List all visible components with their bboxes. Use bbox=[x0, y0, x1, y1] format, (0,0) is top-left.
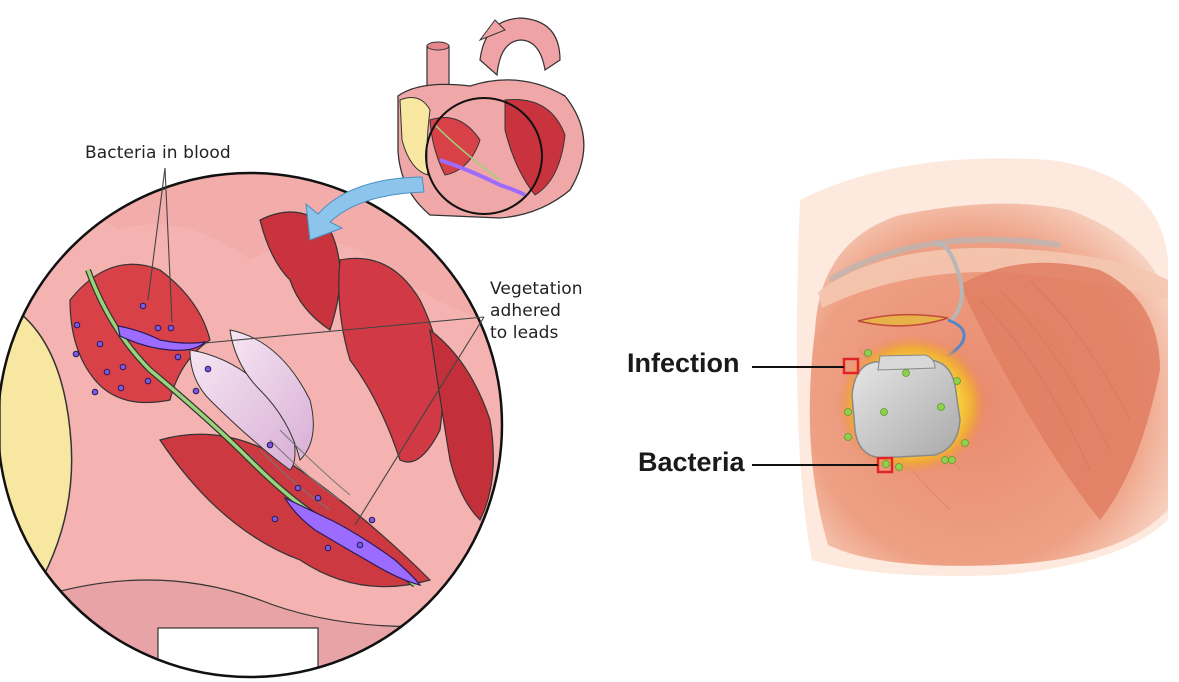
vegetation-label-line3: to leads bbox=[490, 322, 583, 344]
vegetation-label: Vegetation adhered to leads bbox=[490, 278, 583, 344]
heart-detail-view bbox=[0, 168, 510, 682]
heart-thumbnail bbox=[306, 18, 584, 240]
vegetation-label-line1: Vegetation bbox=[490, 278, 583, 300]
bacteria-label: Bacteria bbox=[638, 447, 745, 478]
infection-label: Infection bbox=[627, 348, 740, 379]
vegetation-label-line2: adhered bbox=[490, 300, 583, 322]
bacteria-in-blood-label: Bacteria in blood bbox=[85, 143, 231, 163]
pacemaker-pocket-view bbox=[752, 158, 1168, 576]
